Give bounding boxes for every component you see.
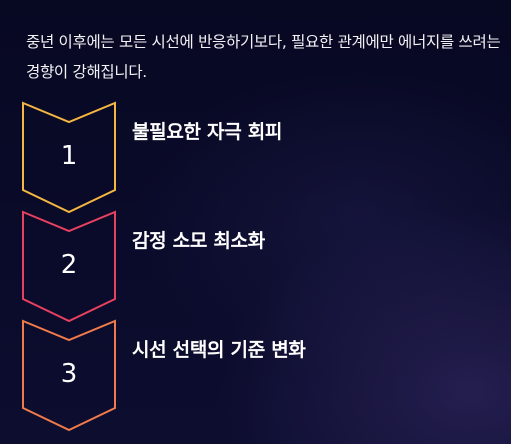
step-title-2: 감정 소모 최소화 — [132, 230, 265, 252]
step-number-1: 1 — [60, 141, 78, 171]
step-3: 3 시선 선택의 기준 변화 — [0, 319, 511, 432]
chevron-badge-3 — [22, 319, 116, 432]
step-number-3: 3 — [60, 359, 78, 389]
chevron-badge-2 — [22, 210, 116, 323]
step-title-1: 불필요한 자극 회피 — [132, 121, 283, 143]
intro-text: 중년 이후에는 모든 시선에 반응하기보다, 필요한 관계에만 에너지를 쓰려는… — [26, 33, 501, 81]
step-1: 1 불필요한 자극 회피 — [0, 101, 511, 214]
step-number-2: 2 — [60, 250, 78, 280]
chevron-badge-1 — [22, 101, 116, 214]
step-title-3: 시선 선택의 기준 변화 — [132, 339, 306, 361]
step-2: 2 감정 소모 최소화 — [0, 210, 511, 323]
